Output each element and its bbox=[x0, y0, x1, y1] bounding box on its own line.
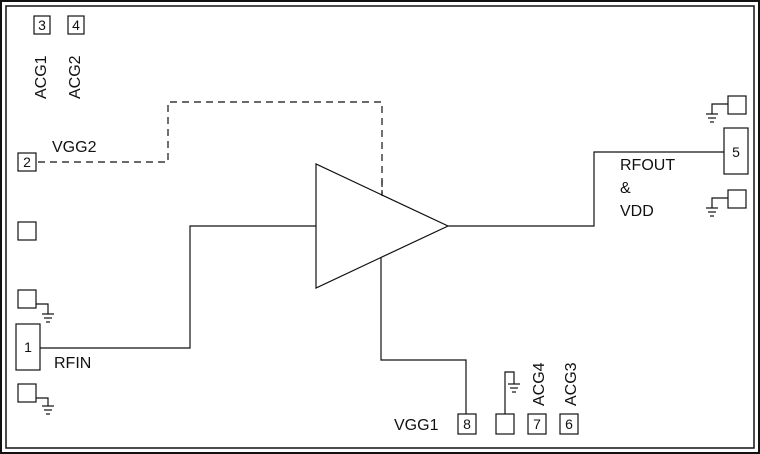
rfout-ampersand: & bbox=[620, 180, 631, 197]
vgg1-label: VGG1 bbox=[394, 417, 439, 434]
acg4-label: ACG4 bbox=[531, 362, 548, 406]
vgg2-dashed-trace bbox=[38, 101, 383, 196]
rfin-trace bbox=[40, 225, 316, 349]
pad-1: 1 bbox=[15, 323, 41, 371]
vdd-label: VDD bbox=[620, 203, 654, 220]
ground-symbol bbox=[508, 383, 520, 393]
pad-7-number: 7 bbox=[533, 416, 541, 432]
pad-4: 4 bbox=[67, 15, 85, 35]
vgg1-trace bbox=[380, 257, 467, 414]
pad-5-number: 5 bbox=[732, 144, 740, 160]
rfin-label: RFIN bbox=[54, 355, 91, 372]
pad-4-number: 4 bbox=[72, 17, 80, 33]
ground-symbol bbox=[42, 405, 54, 415]
ground-pad-left-upper bbox=[17, 289, 54, 323]
die-inner-border bbox=[5, 5, 755, 449]
ground-symbol bbox=[42, 313, 54, 323]
ground-symbol bbox=[706, 113, 718, 123]
pad-2-number: 2 bbox=[23, 154, 31, 170]
pad-7: 7 bbox=[527, 413, 547, 435]
rfout-label: RFOUT bbox=[620, 157, 675, 174]
acg1-label: ACG1 bbox=[33, 55, 50, 99]
pad-1-number: 1 bbox=[24, 339, 32, 355]
pad-3-number: 3 bbox=[38, 17, 46, 33]
pad-8: 8 bbox=[457, 413, 477, 435]
ground-pad-right-upper bbox=[706, 95, 747, 123]
pad-3: 3 bbox=[33, 15, 51, 35]
pad-8-number: 8 bbox=[463, 416, 471, 432]
pad-unlabeled-left bbox=[17, 221, 37, 241]
pad-5: 5 bbox=[723, 127, 749, 175]
ground-pad-left-lower bbox=[17, 383, 54, 415]
pad-6-number: 6 bbox=[565, 416, 573, 432]
ground-pad-bottom bbox=[495, 371, 520, 435]
ground-pad-right-lower bbox=[706, 189, 747, 217]
vgg2-label: VGG2 bbox=[52, 139, 97, 156]
pad-6: 6 bbox=[559, 413, 579, 435]
ground-symbol bbox=[706, 207, 718, 217]
rfout-trace bbox=[448, 151, 724, 227]
acg3-label: ACG3 bbox=[563, 362, 580, 406]
acg2-label: ACG2 bbox=[67, 55, 84, 99]
pad-2: 2 bbox=[17, 152, 37, 172]
